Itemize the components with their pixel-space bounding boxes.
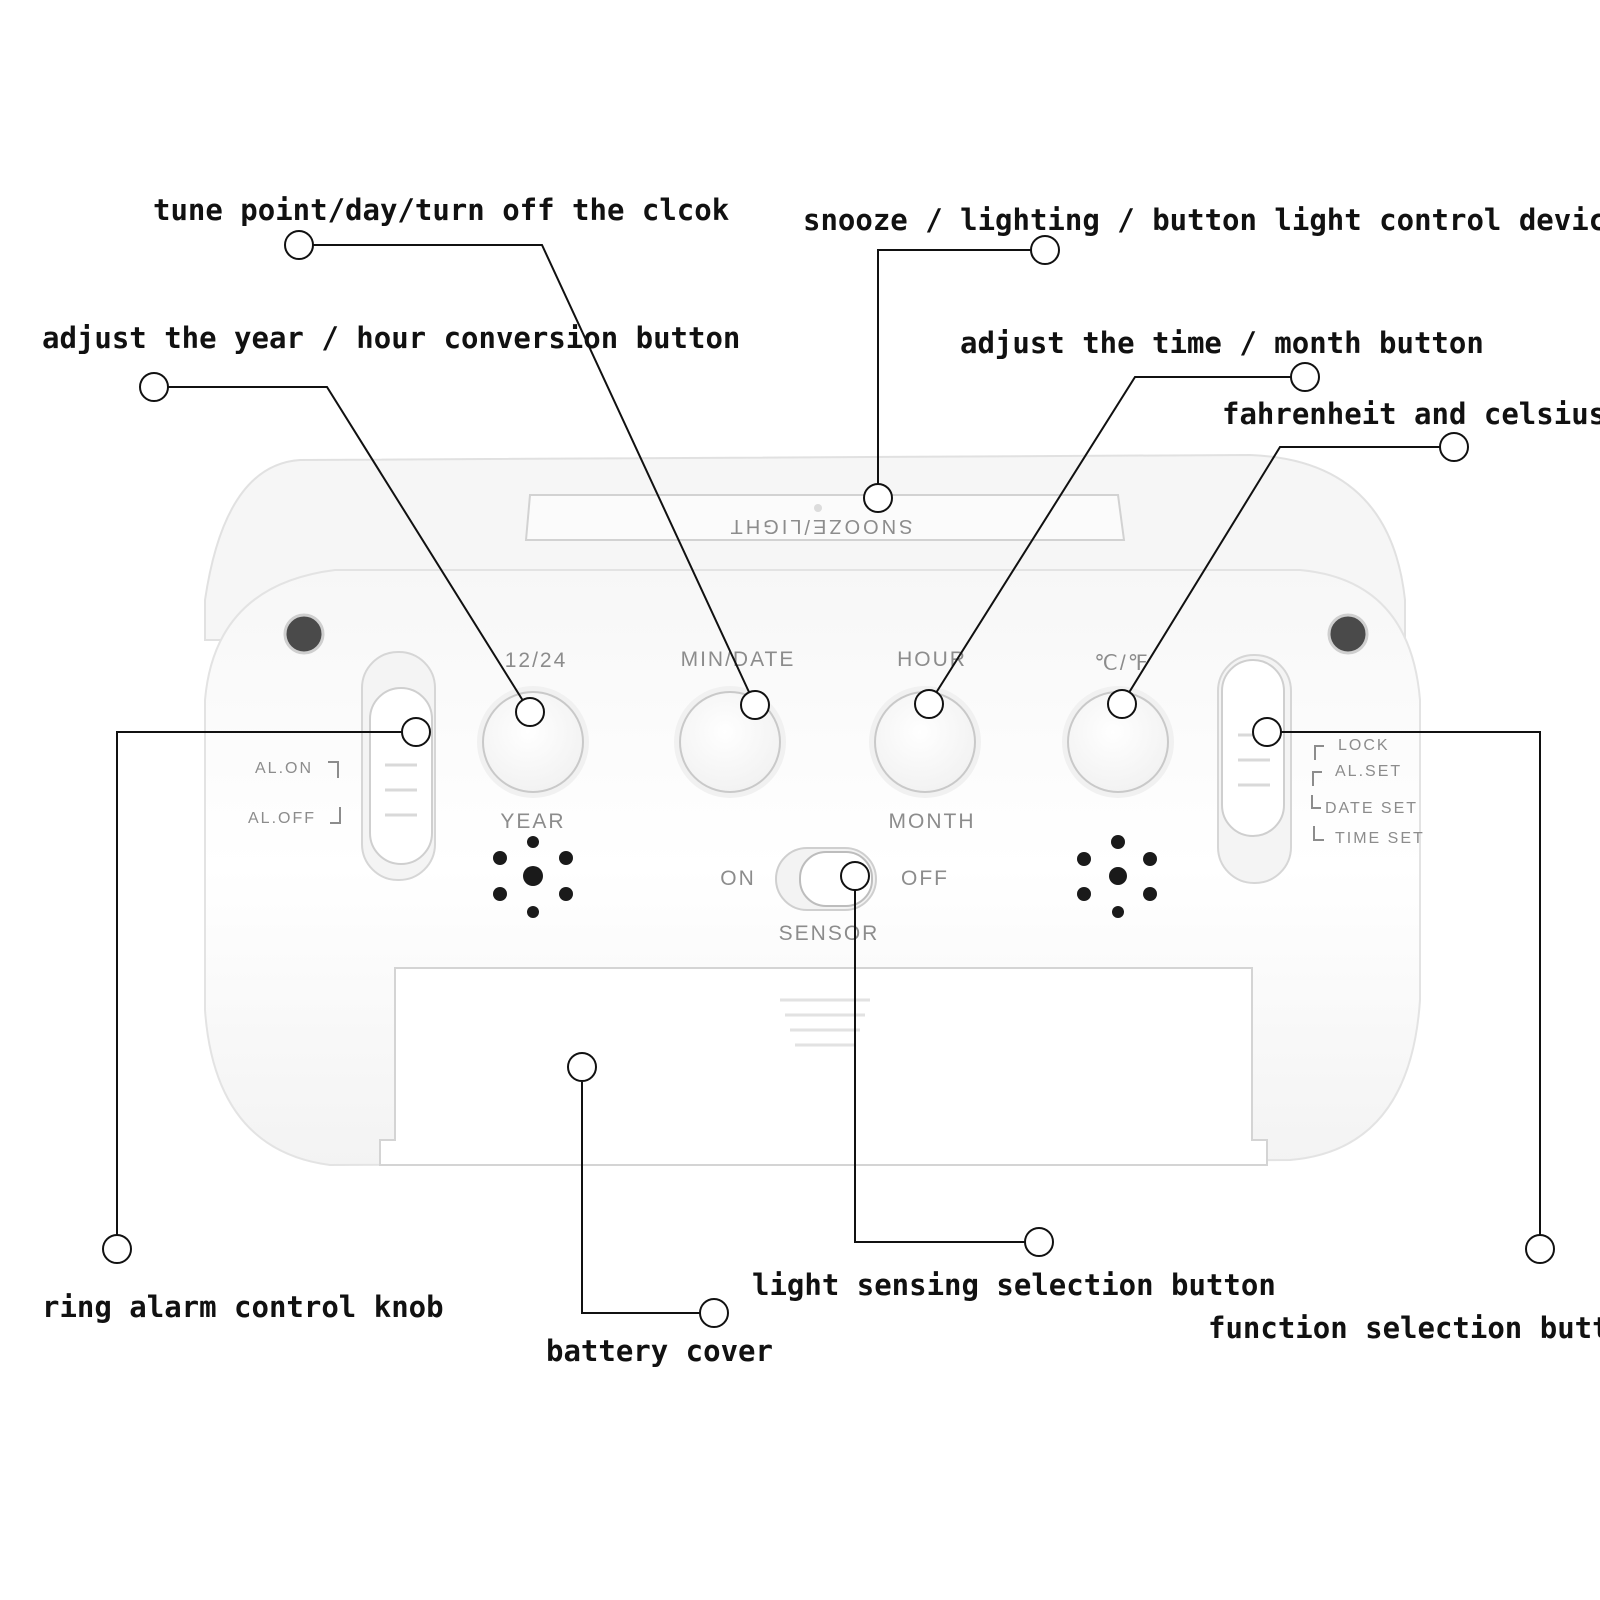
sensor-label: SENSOR bbox=[779, 922, 880, 945]
dot-fahrenheit-start bbox=[1439, 432, 1469, 462]
mount-hole-left bbox=[283, 613, 325, 655]
speaker-grille-right bbox=[1077, 835, 1157, 918]
leader-adjust-time bbox=[928, 376, 1305, 705]
dot-fahrenheit-end bbox=[1107, 689, 1137, 719]
mode-lock-label: LOCK bbox=[1338, 737, 1390, 754]
label-celsius-fahrenheit: ℃/℉ bbox=[1094, 652, 1149, 675]
callout-adjust-time: adjust the time / month button bbox=[960, 326, 1484, 360]
callout-ring-alarm: ring alarm control knob bbox=[42, 1290, 444, 1324]
button-12-24[interactable] bbox=[482, 691, 584, 793]
dot-function-select-end bbox=[1525, 1234, 1555, 1264]
callout-battery: battery cover bbox=[546, 1334, 773, 1368]
dot-tune-point-start bbox=[284, 230, 314, 260]
label-min-date: MIN/DATE bbox=[681, 648, 796, 671]
dot-snooze-start bbox=[1030, 235, 1060, 265]
snooze-indicator bbox=[814, 504, 822, 512]
leader-function-select bbox=[1267, 731, 1541, 1235]
dot-light-sensing-end bbox=[1024, 1227, 1054, 1257]
ring-alarm-knob[interactable] bbox=[369, 687, 433, 865]
dot-ring-alarm-start bbox=[401, 717, 431, 747]
leader-lines bbox=[116, 244, 1541, 1314]
mode-alset-label: AL.SET bbox=[1335, 763, 1402, 780]
callout-dots bbox=[102, 230, 1555, 1328]
label-hour: HOUR bbox=[897, 648, 967, 671]
sensor-on-label: ON bbox=[720, 867, 756, 890]
dot-battery-end bbox=[699, 1298, 729, 1328]
sensor-off-label: OFF bbox=[901, 867, 949, 890]
leader-light-sensing bbox=[854, 876, 1025, 1243]
dot-adjust-year-end bbox=[515, 697, 545, 727]
dot-adjust-time-start bbox=[1290, 362, 1320, 392]
callout-labels: tune point/day/turn off the clcok snooze… bbox=[42, 193, 1600, 1368]
dot-snooze-end bbox=[863, 483, 893, 513]
dot-adjust-year-start bbox=[139, 372, 169, 402]
callout-light-sensing: light sensing selection button bbox=[752, 1268, 1276, 1302]
dot-ring-alarm-end bbox=[102, 1234, 132, 1264]
leader-snooze bbox=[877, 249, 1045, 498]
dot-light-sensing-start bbox=[840, 861, 870, 891]
callout-adjust-year: adjust the year / hour conversion button bbox=[42, 321, 740, 355]
leader-adjust-year bbox=[168, 386, 531, 713]
leader-tune-point bbox=[313, 244, 756, 706]
alarm-clock-back: SNOOZE/LIGHT AL.ON AL.OFF LOCK AL.SET DA… bbox=[204, 453, 1425, 1167]
leader-battery bbox=[581, 1082, 700, 1314]
leader-ring-alarm bbox=[116, 731, 402, 1235]
mode-dateset-label: DATE SET bbox=[1325, 800, 1418, 817]
callout-tune-point: tune point/day/turn off the clcok bbox=[153, 193, 729, 227]
leader-fahrenheit bbox=[1121, 446, 1454, 705]
snooze-light-bar[interactable] bbox=[524, 494, 1126, 541]
al-off-label: AL.OFF bbox=[248, 810, 316, 827]
speaker-grille-left bbox=[493, 836, 573, 918]
dot-tune-point-end bbox=[740, 690, 770, 720]
label-month: MONTH bbox=[889, 810, 976, 833]
callout-function-select: function selection button bbox=[1208, 1311, 1600, 1345]
function-selection-knob[interactable] bbox=[1221, 659, 1285, 837]
al-on-label: AL.ON bbox=[255, 760, 313, 777]
dot-function-select-start bbox=[1252, 717, 1282, 747]
snooze-bar-label: SNOOZE/LIGHT bbox=[728, 515, 913, 537]
mode-timeset-label: TIME SET bbox=[1335, 830, 1425, 847]
mount-hole-right bbox=[1327, 613, 1369, 655]
dot-adjust-time-end bbox=[914, 689, 944, 719]
dot-battery-start bbox=[567, 1052, 597, 1082]
label-year: YEAR bbox=[500, 810, 565, 833]
callout-snooze: snooze / lighting / button light control… bbox=[803, 203, 1600, 237]
callout-fahrenheit: fahrenheit and celsius bbox=[1222, 397, 1600, 431]
label-12-24: 12/24 bbox=[505, 649, 568, 672]
battery-cover[interactable] bbox=[379, 967, 1268, 1166]
